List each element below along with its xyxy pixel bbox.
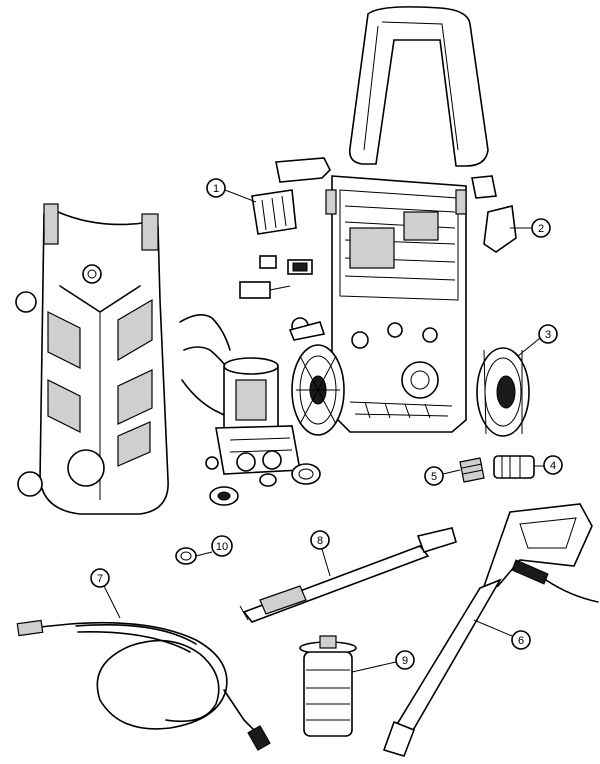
callout-7: 7 [90,568,121,619]
callout-5: 5 [424,466,461,486]
svg-text:4: 4 [550,460,556,472]
callout-9: 9 [351,650,415,673]
high-pressure-hose [16,619,271,751]
callout-3: 3 [517,324,558,357]
pump-motor-assembly [205,357,321,506]
spray-gun [382,503,599,757]
wheel-left [291,344,345,436]
callout-2: 2 [510,218,551,238]
callout-10: 10 [195,535,233,557]
callout-4: 4 [534,455,563,475]
detergent-bottle [299,635,357,737]
callout-8: 8 [310,530,331,577]
svg-text:1: 1 [213,183,219,195]
svg-text:2: 2 [538,223,544,235]
spray-lance [239,527,457,623]
handle [348,6,489,167]
motor-clip [251,157,331,235]
svg-text:10: 10 [216,541,228,553]
svg-text:6: 6 [518,635,524,647]
wheel-right [476,347,530,437]
svg-text:3: 3 [545,329,551,341]
side-bracket [471,175,517,253]
switch-parts [239,255,326,341]
housing [15,203,169,515]
cap [175,547,197,565]
inlet-filter [459,457,485,483]
hose-connector [493,455,535,479]
main-frame [325,175,467,433]
svg-text:7: 7 [97,573,103,585]
svg-text:8: 8 [317,535,323,547]
svg-text:5: 5 [431,471,437,483]
svg-text:9: 9 [402,655,408,667]
callout-6: 6 [473,619,531,650]
callout-1: 1 [206,178,257,203]
